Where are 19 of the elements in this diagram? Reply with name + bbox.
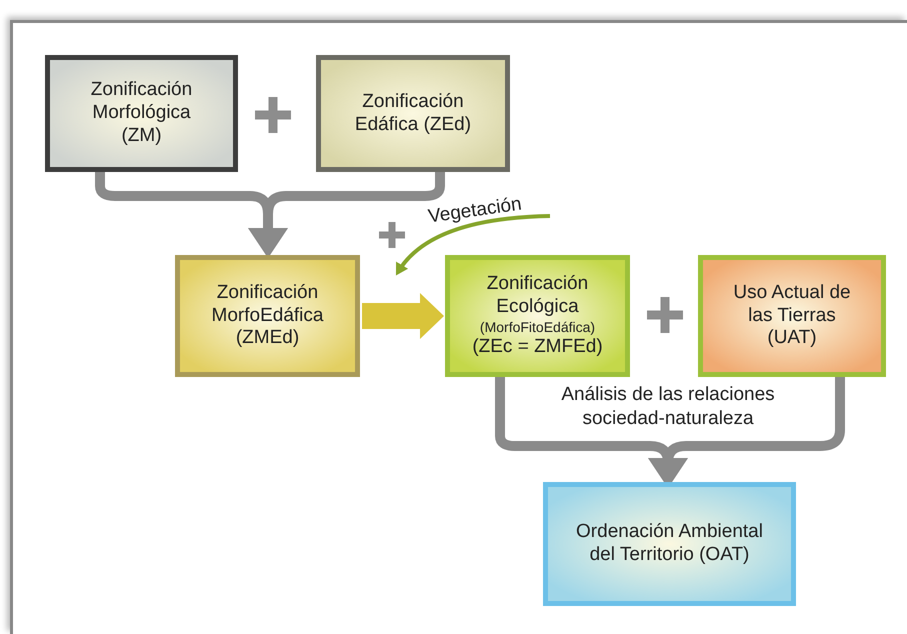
curved-arrow bbox=[396, 214, 550, 276]
box-text: Zonificación Ecológica bbox=[486, 273, 590, 319]
curved-arrow bbox=[248, 172, 445, 258]
box-text: Uso Actual de las Tierras (UAT) bbox=[732, 282, 852, 350]
process-box bbox=[543, 482, 796, 606]
annotation-text: Análisis de las relaciones sociedad-naturaleza bbox=[560, 383, 776, 430]
box-text: Zonificación Morfológica (ZM) bbox=[90, 79, 194, 148]
box-text: Zonificación MorfoEdáfica (ZMEd) bbox=[210, 282, 324, 350]
block-arrow bbox=[362, 293, 444, 339]
box-text: (MorfoFitoEdáfica) bbox=[480, 319, 596, 336]
process-box bbox=[316, 55, 510, 172]
process-box bbox=[698, 255, 886, 377]
box-text: Ordenación Ambiental del Territorio (OAT) bbox=[575, 521, 764, 567]
process-box bbox=[445, 255, 630, 377]
process-box bbox=[45, 55, 238, 172]
box-text: (ZEc = ZMFEd) bbox=[472, 336, 603, 359]
text-label: Vegetación bbox=[426, 193, 524, 229]
box-text: Zonificación Edáfica (ZEd) bbox=[354, 90, 472, 136]
process-box bbox=[175, 255, 360, 377]
